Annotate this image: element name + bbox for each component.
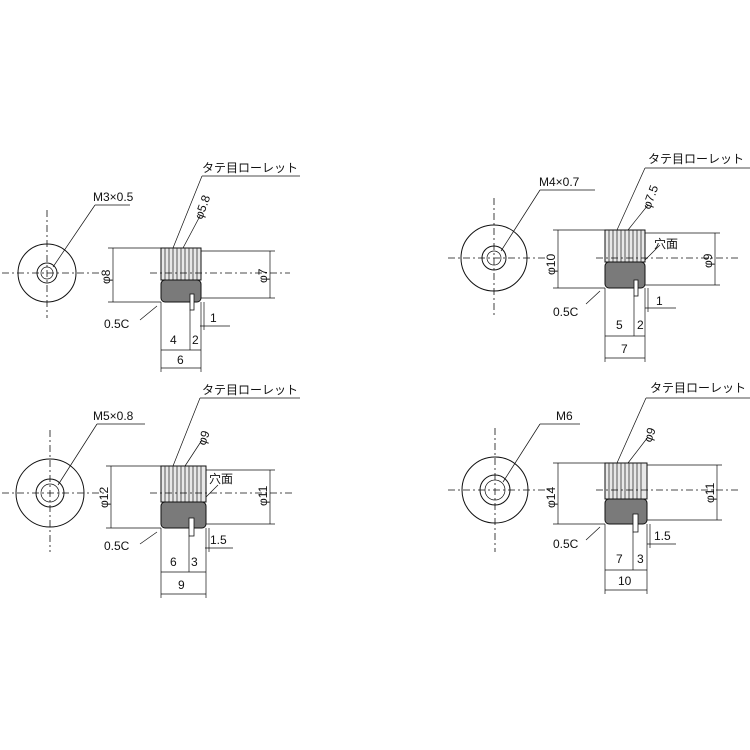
- length-head-m6: 7: [616, 552, 623, 566]
- thread-label-m6: M6: [556, 409, 573, 423]
- inner-dia-m5: φ11: [256, 485, 270, 506]
- length-step-m6: 3: [637, 552, 644, 566]
- knurl-dia-m3: φ5.8: [192, 193, 214, 221]
- side-view-m6: タテ目ローレット φ9 φ14 φ11 0.5C 1.5 7 3 10: [544, 381, 750, 594]
- length-head-m4: 5: [616, 318, 623, 332]
- length-slot-m4: 1: [656, 294, 663, 308]
- front-view-m3: M3×0.5: [2, 190, 134, 318]
- hole-label-m4: 穴面: [654, 236, 678, 251]
- front-view-m4: M4×0.7: [448, 175, 595, 318]
- length-slot-m6: 1.5: [654, 529, 671, 543]
- knurl-dia-m4: φ7.5: [640, 183, 662, 211]
- length-slot-m3: 1: [210, 311, 217, 325]
- chamfer-m3: 0.5C: [104, 317, 130, 331]
- length-total-m6: 10: [618, 574, 632, 588]
- hole-label-m5: 穴面: [209, 471, 233, 486]
- knurl-pattern-m6: [608, 463, 642, 499]
- knurl-dia-m5: φ9: [195, 428, 213, 447]
- part-m6: M6: [448, 381, 750, 594]
- front-view-m6: M6: [448, 409, 580, 552]
- knurl-pattern-m5: [164, 466, 202, 502]
- knurl-label-m6: タテ目ローレット: [650, 381, 746, 395]
- length-step-m4: 2: [637, 318, 644, 332]
- inner-dia-m6: φ11: [703, 482, 717, 503]
- knurl-label-m4: タテ目ローレット: [648, 152, 744, 166]
- outer-dia-m6: φ14: [544, 487, 558, 508]
- thread-label-m4: M4×0.7: [539, 175, 580, 189]
- side-view-m4: タテ目ローレット φ7.5 穴面 φ10 φ9 0.5C 1 5 2 7: [544, 152, 750, 362]
- length-head-m3: 4: [170, 333, 177, 347]
- length-step-m3: 2: [192, 333, 199, 347]
- length-total-m3: 6: [177, 353, 184, 367]
- length-slot-m5: 1.5: [210, 533, 227, 547]
- length-head-m5: 6: [170, 555, 177, 569]
- length-total-m5: 9: [178, 578, 185, 592]
- thread-label-m5: M5×0.8: [93, 409, 134, 423]
- knurl-pattern-m3: [164, 248, 198, 280]
- length-step-m5: 3: [191, 555, 198, 569]
- knurl-label-m5: タテ目ローレット: [202, 383, 298, 397]
- part-m4: M4×0.7: [448, 152, 750, 362]
- chamfer-m4: 0.5C: [553, 305, 579, 319]
- part-m3: M3×0.5: [2, 161, 300, 372]
- chamfer-m6: 0.5C: [553, 537, 579, 551]
- inner-dia-m4: φ9: [701, 253, 715, 268]
- side-view-m3: タテ目ローレット φ5.8 φ8 φ7 0.5C 1 4 2 6: [99, 161, 300, 372]
- length-total-m4: 7: [621, 342, 628, 356]
- inner-dia-m3: φ7: [256, 268, 270, 283]
- outer-dia-m5: φ12: [97, 487, 111, 508]
- outer-dia-m3: φ8: [99, 269, 113, 284]
- part-m5: M5×0.8: [2, 383, 300, 598]
- outer-dia-m4: φ10: [544, 254, 558, 275]
- knurl-pattern-m4: [608, 230, 642, 262]
- thread-label-m3: M3×0.5: [93, 190, 134, 204]
- knurl-dia-m6: φ9: [641, 425, 659, 444]
- chamfer-m5: 0.5C: [104, 539, 130, 553]
- knurl-label-m3: タテ目ローレット: [202, 161, 298, 175]
- front-view-m5: M5×0.8: [2, 409, 145, 552]
- side-view-m5: タテ目ローレット φ9 穴面 φ12 φ11 0.5C 1.5 6 3 9: [97, 383, 300, 598]
